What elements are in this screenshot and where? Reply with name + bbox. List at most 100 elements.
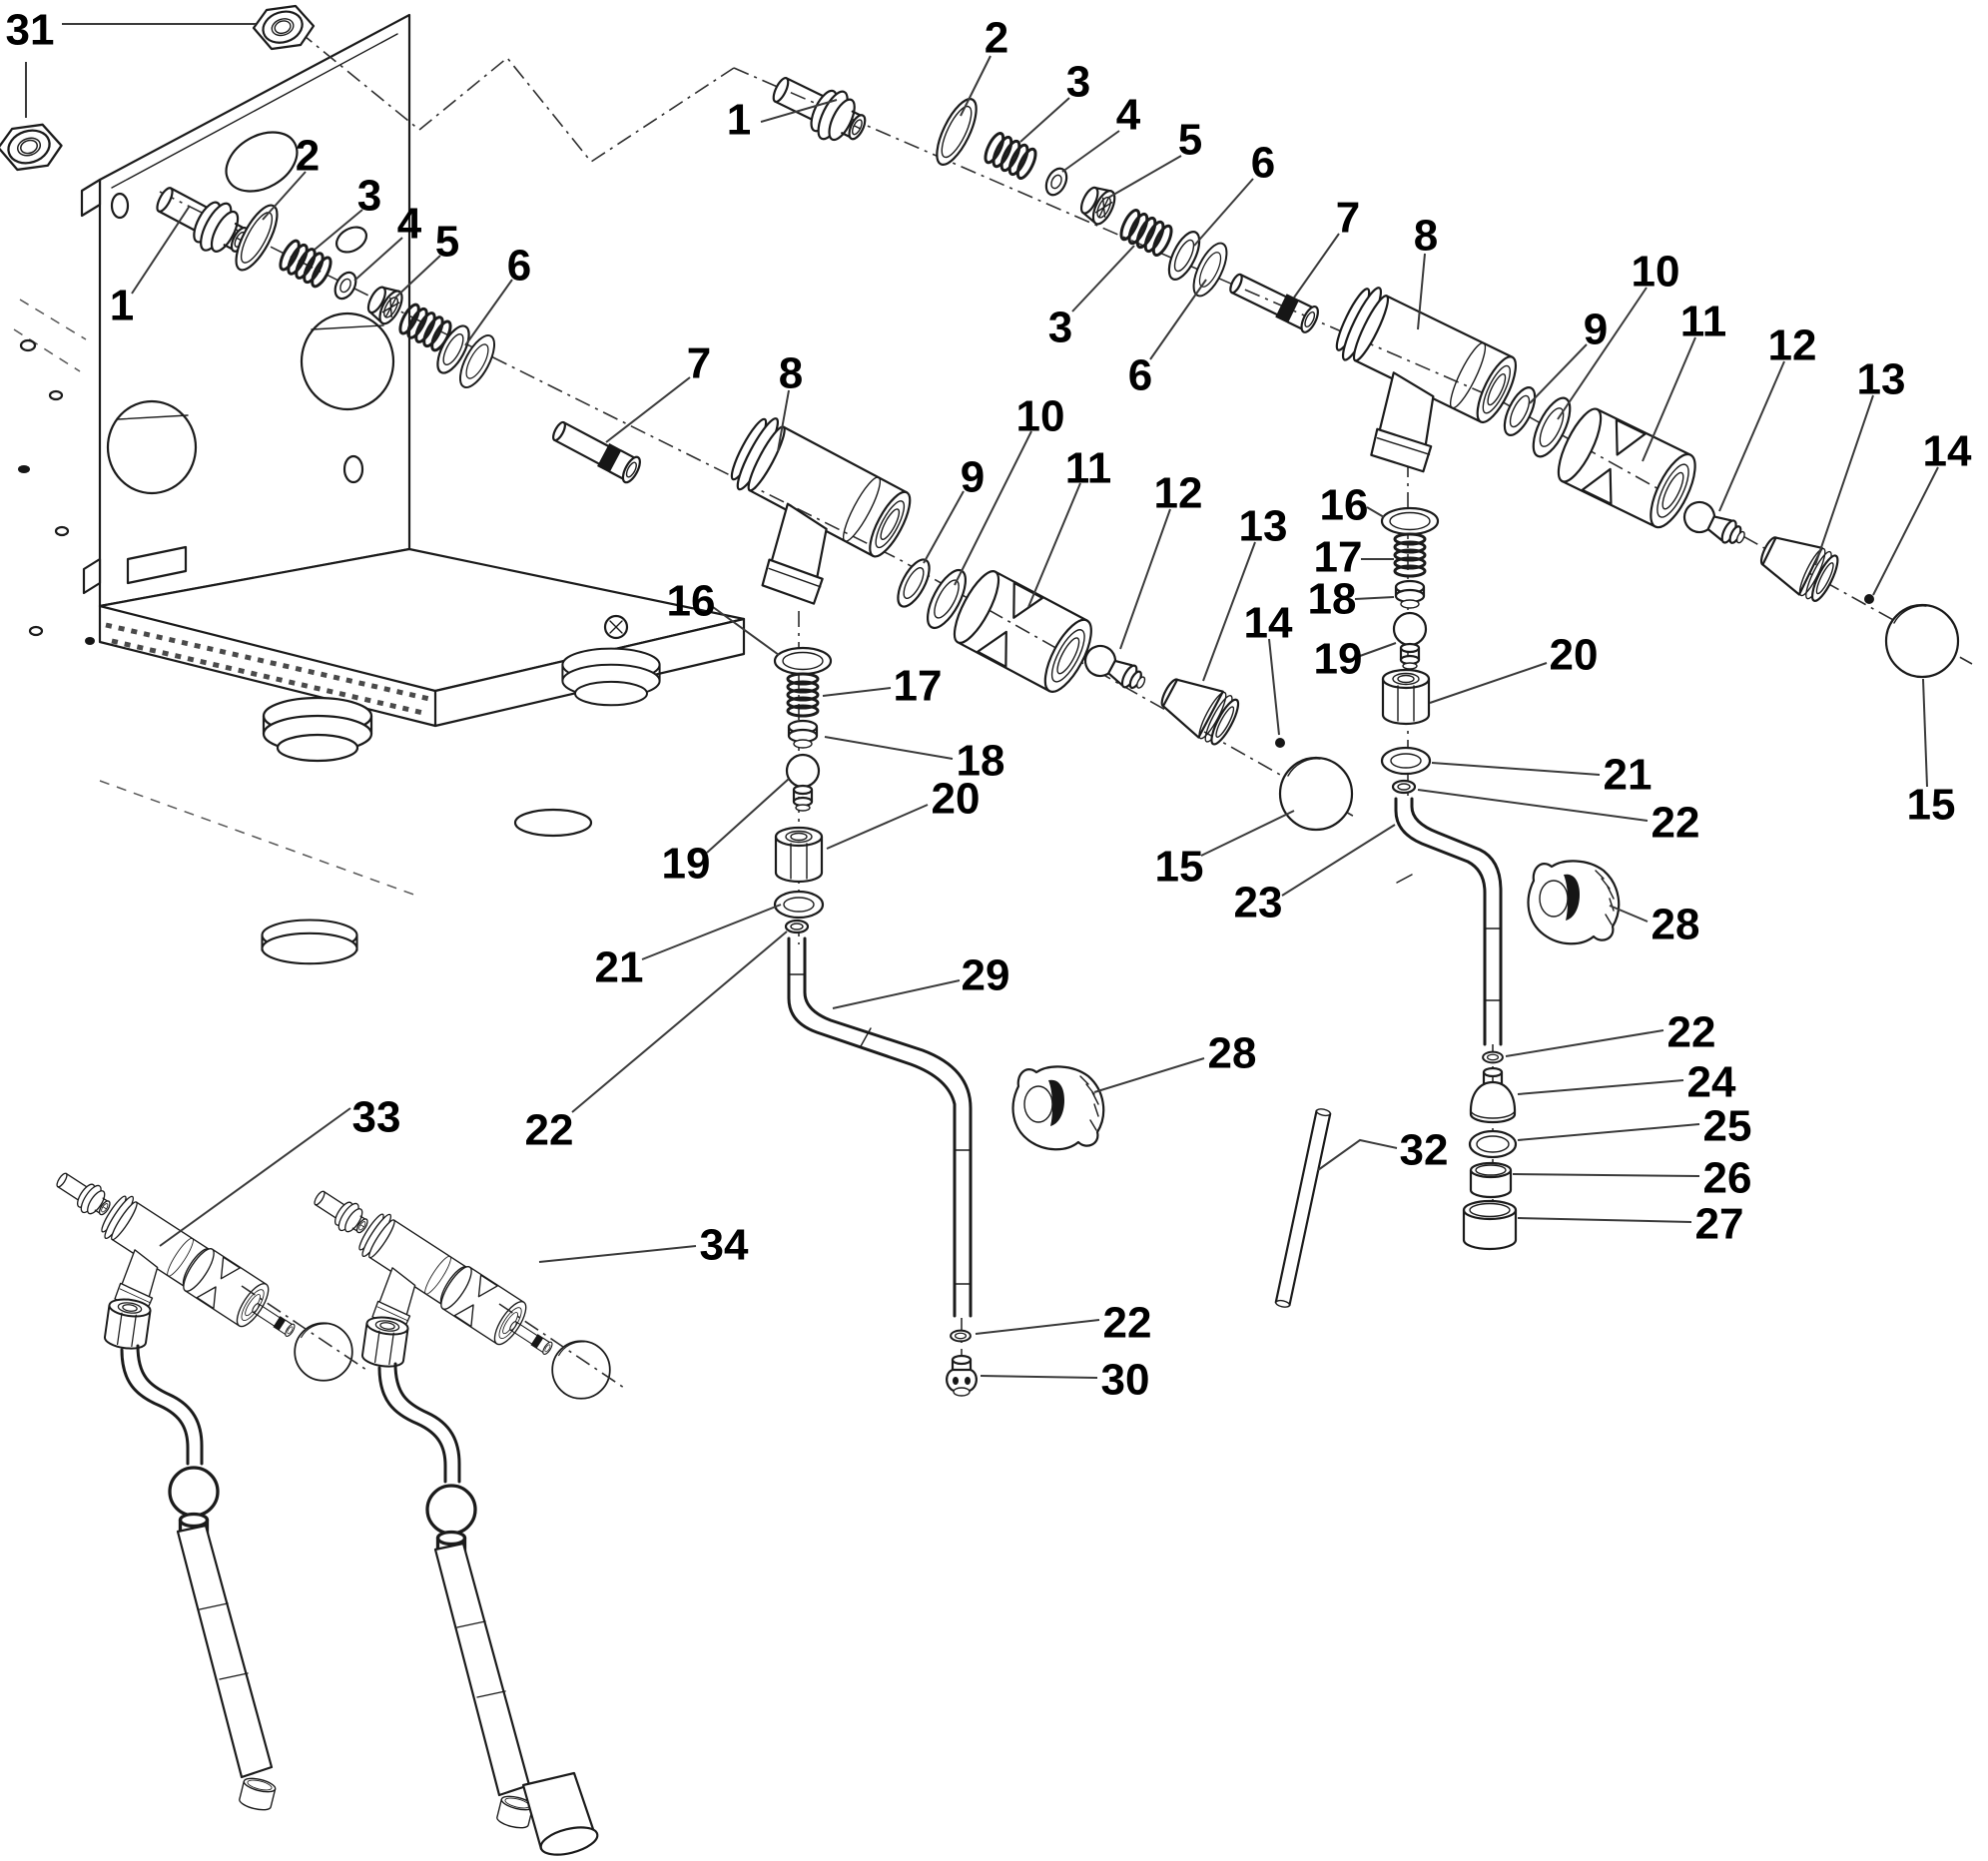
bracket-foot — [561, 647, 661, 707]
upper-valve-assembly — [764, 63, 1960, 679]
part-label-11: 11 — [1065, 444, 1112, 493]
leader-line-22 — [1417, 789, 1649, 822]
chassis-foot — [261, 919, 358, 965]
leader-line-4 — [1061, 130, 1120, 173]
washer-21 — [773, 890, 825, 920]
part-label-23: 23 — [1234, 879, 1283, 928]
leader-line-33 — [159, 1107, 351, 1247]
pin-14 — [1275, 738, 1285, 748]
leader-line-7 — [1293, 233, 1340, 299]
stem-7 — [547, 415, 645, 486]
part-label-32: 32 — [1400, 1126, 1449, 1175]
leader-line-7 — [605, 376, 691, 443]
o-ring-16 — [1380, 506, 1440, 536]
leader-line-3 — [1019, 97, 1070, 143]
part-label-25: 25 — [1703, 1102, 1752, 1151]
part-label-3: 3 — [1066, 58, 1090, 107]
bracket-foot — [262, 696, 373, 763]
leader-line-30 — [980, 1375, 1098, 1379]
part-label-22: 22 — [525, 1106, 574, 1155]
leader-line-22 — [571, 930, 788, 1113]
part-label-13: 13 — [1857, 355, 1906, 404]
leader-line-28 — [1609, 905, 1649, 923]
part-label-7: 7 — [1336, 194, 1360, 243]
leader-line-13 — [1814, 394, 1874, 566]
leader-line-3 — [1071, 245, 1135, 312]
hex-nut-31 — [252, 4, 316, 51]
leader-line-16 — [712, 606, 780, 656]
leader-line-9 — [923, 490, 965, 564]
chassis-pad — [513, 808, 593, 838]
leader-line-15 — [1200, 810, 1295, 857]
leader-line-19 — [1359, 642, 1397, 657]
leader-line-26 — [1512, 1173, 1700, 1177]
rod-32 — [1274, 1106, 1332, 1310]
leader-line-18 — [824, 736, 954, 760]
o-ring-22 — [1391, 779, 1417, 795]
bonnet-11 — [945, 564, 1101, 700]
leader-line-11 — [1027, 482, 1081, 608]
part-label-33: 33 — [352, 1093, 401, 1142]
part-label-11: 11 — [1680, 298, 1727, 346]
leader-line-19 — [706, 778, 790, 854]
nozzle-holder-24 — [1469, 1066, 1517, 1124]
leader-line-13 — [1202, 541, 1256, 682]
panel-hole-small — [334, 226, 368, 254]
part-label-16: 16 — [667, 577, 716, 626]
part-label-8: 8 — [779, 349, 803, 398]
valve-body-8 — [1295, 279, 1527, 498]
lever-stem-12 — [1078, 639, 1152, 699]
washer-4 — [1040, 164, 1072, 200]
part-label-14: 14 — [1923, 427, 1972, 476]
lever-stem-12 — [1677, 495, 1751, 554]
leader-line-25 — [1517, 1123, 1700, 1141]
leader-line-9 — [1529, 343, 1588, 404]
leader-line-20 — [1429, 662, 1548, 704]
part-label-17: 17 — [1314, 533, 1363, 582]
grip-knob-28 — [1527, 860, 1621, 945]
part-label-1: 1 — [110, 282, 134, 330]
leader-line-5 — [393, 255, 441, 300]
part-label-22: 22 — [1667, 1008, 1716, 1057]
part-label-12: 12 — [1768, 321, 1817, 370]
part-label-28: 28 — [1208, 1029, 1257, 1078]
middle-valve-assembly — [147, 173, 1354, 832]
part-label-22: 22 — [1652, 799, 1700, 848]
ball-knob-15 — [1278, 756, 1354, 832]
part-label-28: 28 — [1652, 901, 1700, 949]
leader-line-34 — [538, 1245, 697, 1263]
leader-line-11 — [1642, 336, 1696, 462]
part-label-26: 26 — [1703, 1154, 1752, 1203]
assembled-tap-34 — [309, 1183, 624, 1830]
right-outlet-chain — [1274, 506, 1621, 1310]
spring-17 — [1393, 532, 1427, 578]
part-label-22: 22 — [1103, 1299, 1152, 1348]
part-label-4: 4 — [1116, 91, 1141, 140]
part-label-34: 34 — [700, 1221, 749, 1270]
centerlines — [159, 31, 1973, 1398]
part-label-15: 15 — [1155, 843, 1204, 892]
panel-hole-large — [225, 131, 299, 193]
ball-knob-15 — [1884, 603, 1960, 679]
leader-line-27 — [1517, 1217, 1692, 1223]
washer-21 — [1380, 746, 1432, 776]
leader-line-24 — [1517, 1079, 1684, 1095]
part-label-12: 12 — [1154, 469, 1203, 518]
sleeve-27 — [1462, 1199, 1518, 1251]
gasket-18 — [1394, 579, 1426, 610]
leader-line-22 — [1505, 1029, 1664, 1057]
part-label-13: 13 — [1239, 502, 1288, 551]
o-ring-25 — [1468, 1129, 1518, 1159]
cone-13 — [1752, 524, 1844, 606]
gasket-26 — [1469, 1161, 1513, 1199]
part-label-2: 2 — [985, 14, 1008, 63]
part-label-15: 15 — [1907, 781, 1956, 830]
cone-13 — [1152, 666, 1245, 750]
part-label-19: 19 — [662, 840, 711, 889]
leader-line-8 — [777, 389, 790, 452]
part-label-19: 19 — [1314, 635, 1363, 684]
part-label-6: 6 — [1128, 351, 1152, 400]
